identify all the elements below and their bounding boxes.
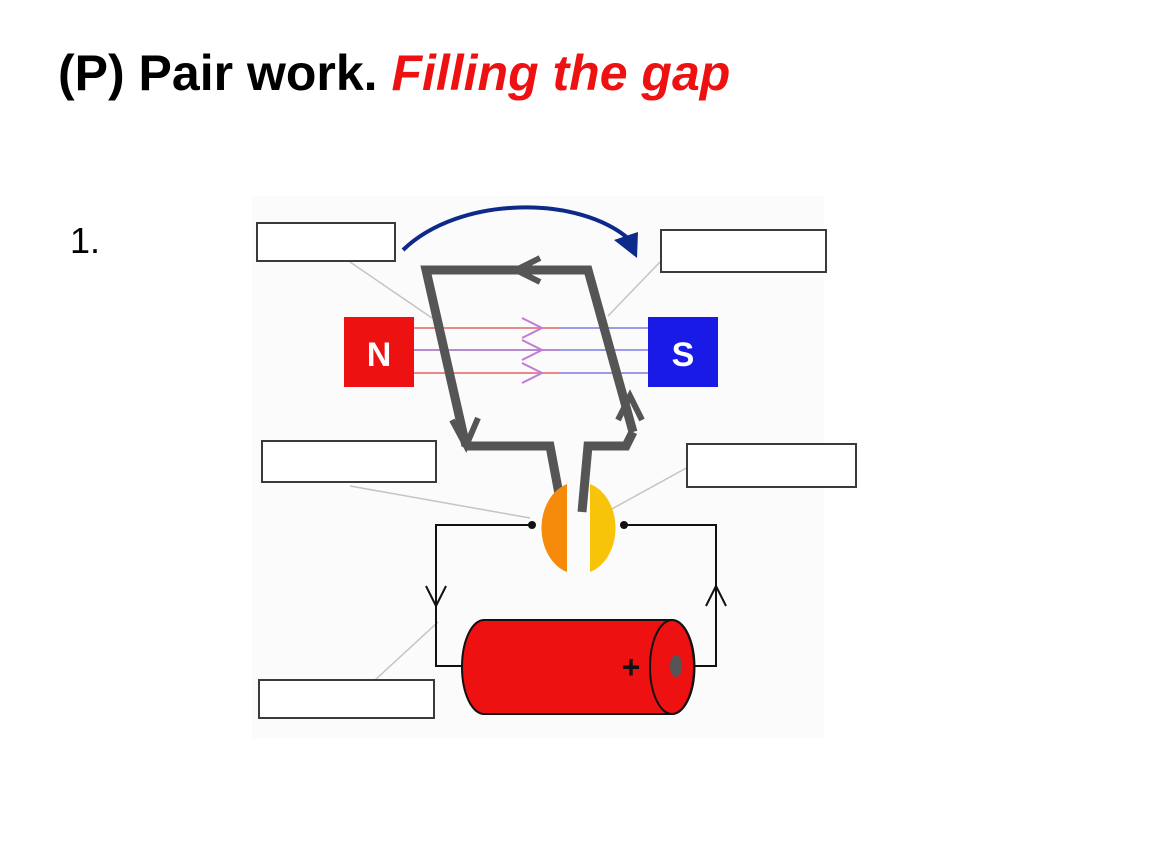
leader-line-5 bbox=[374, 621, 439, 681]
south-magnet-label: S bbox=[672, 336, 695, 374]
circuit-wire-left bbox=[435, 524, 532, 667]
south-magnet bbox=[648, 317, 718, 387]
coil-loop bbox=[420, 265, 638, 447]
answer-box-4[interactable] bbox=[686, 443, 857, 488]
coil-lead-left bbox=[466, 441, 567, 511]
rotation-arrowhead bbox=[614, 232, 638, 258]
answer-box-2[interactable] bbox=[660, 229, 827, 273]
battery-positive-sign: + bbox=[622, 649, 641, 685]
rotation-arrow bbox=[401, 205, 632, 252]
leader-line-3 bbox=[349, 485, 531, 519]
coil-arrow-left bbox=[449, 416, 481, 453]
commutator-right-half bbox=[590, 484, 616, 572]
coil-lead-right bbox=[577, 429, 638, 513]
circuit-wire-right bbox=[624, 524, 717, 667]
title-accent: Filling the gap bbox=[391, 45, 731, 101]
slide-title: (P) Pair work. Filling the gap bbox=[58, 38, 730, 108]
commutator-left-half bbox=[541, 484, 567, 572]
current-arrow-left bbox=[425, 585, 447, 609]
battery-terminal bbox=[670, 655, 682, 677]
leader-lines bbox=[349, 261, 691, 681]
leader-line-4 bbox=[609, 465, 691, 511]
coil-arrow-right bbox=[615, 389, 645, 422]
coil-arrow-top bbox=[509, 255, 542, 285]
leader-line-2 bbox=[607, 261, 661, 317]
answer-box-5[interactable] bbox=[258, 679, 435, 719]
north-magnet bbox=[344, 317, 414, 387]
current-arrow-right bbox=[705, 583, 727, 607]
answer-box-1[interactable] bbox=[256, 222, 396, 262]
answer-box-3[interactable] bbox=[261, 440, 437, 483]
leader-line-1 bbox=[349, 261, 433, 319]
field-direction-arrows bbox=[521, 317, 545, 384]
north-magnet-label: N bbox=[367, 336, 392, 374]
title-prefix: (P) Pair work. bbox=[58, 45, 378, 101]
question-number: 1. bbox=[70, 220, 101, 261]
